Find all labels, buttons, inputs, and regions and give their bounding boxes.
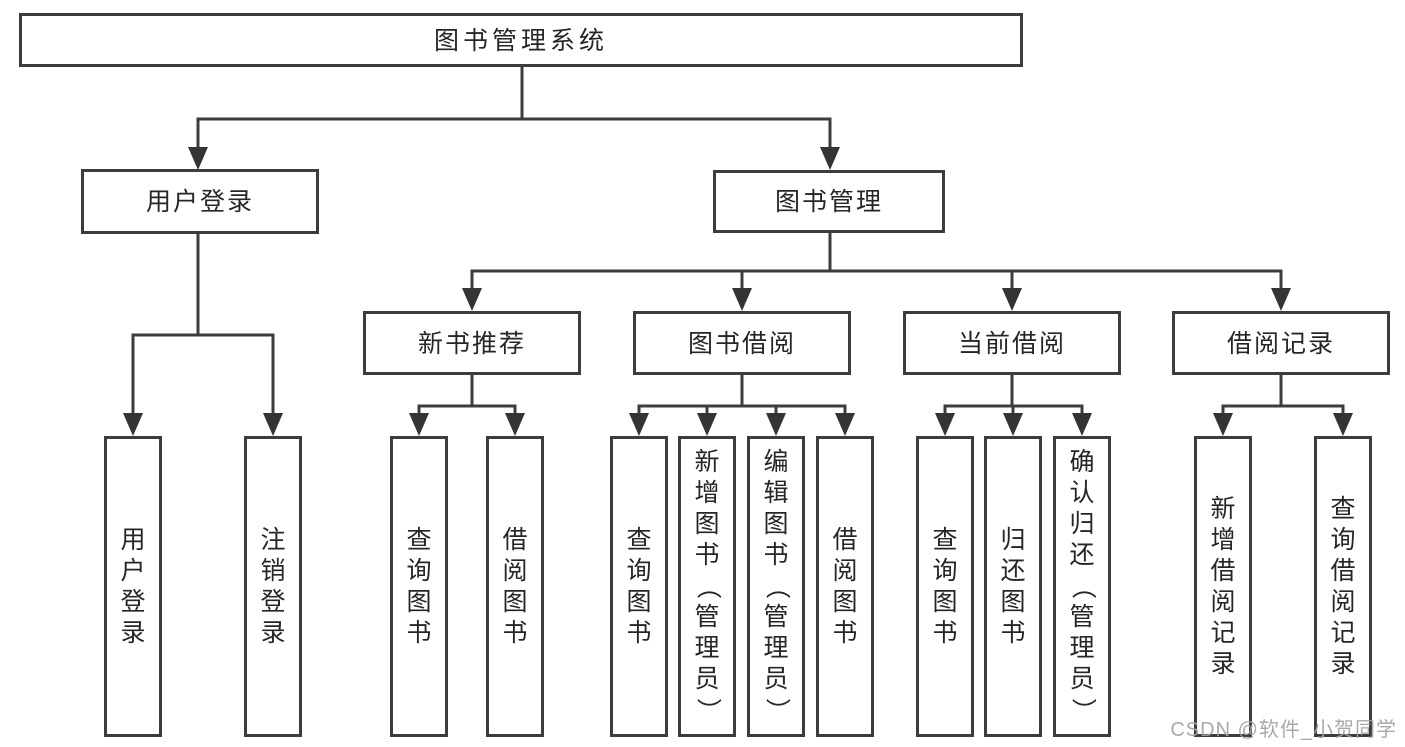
arrowhead-icon bbox=[1213, 413, 1233, 436]
node-label: 当前借阅 bbox=[957, 329, 1066, 358]
arrowhead-icon bbox=[835, 413, 855, 436]
new-book-group-connectors bbox=[409, 373, 525, 436]
arrowhead-icon bbox=[820, 147, 840, 170]
arrowhead-icon bbox=[123, 413, 143, 436]
node-label: 注销登录 bbox=[260, 525, 286, 647]
node-label: 用户登录 bbox=[145, 188, 254, 216]
arrowhead-icon bbox=[629, 413, 649, 436]
book-borrow-group-connectors bbox=[629, 373, 855, 436]
arrowhead-icon bbox=[1003, 413, 1023, 436]
node-label: 借阅记录 bbox=[1226, 329, 1335, 358]
arrowhead-icon bbox=[263, 413, 283, 436]
leaf-borrow-books-recommend: 借阅图书 bbox=[486, 436, 544, 737]
node-label: 归还图书 bbox=[1000, 525, 1026, 647]
leaf-borrow-books: 借阅图书 bbox=[816, 436, 874, 737]
node-label: 图书借阅 bbox=[687, 329, 796, 358]
leaf-add-book-admin: 新增图书（管理员） bbox=[678, 436, 736, 737]
arrowhead-icon bbox=[1271, 288, 1291, 311]
node-root-system: 图书管理系统 bbox=[19, 13, 1023, 67]
node-label: 用户登录 bbox=[120, 525, 146, 647]
node-label: 查询图书 bbox=[406, 525, 432, 647]
node-label: 查询借阅记录 bbox=[1330, 494, 1356, 678]
leaf-return-book: 归还图书 bbox=[984, 436, 1042, 737]
arrowhead-icon bbox=[1002, 288, 1022, 311]
arrowhead-icon bbox=[188, 147, 208, 170]
node-label: 编辑图书（管理员） bbox=[762, 448, 791, 724]
node-label: 确认归还（管理员） bbox=[1068, 448, 1097, 724]
current-borrow-group-connectors bbox=[935, 373, 1092, 436]
csdn-watermark: CSDN @软件_小贺同学 bbox=[1170, 719, 1397, 741]
root-connectors bbox=[188, 65, 840, 170]
node-borrow-record: 借阅记录 bbox=[1172, 311, 1390, 375]
user-login-branch-connectors bbox=[123, 232, 283, 436]
node-label: 新增借阅记录 bbox=[1210, 494, 1236, 678]
leaf-query-books-recommend: 查询图书 bbox=[390, 436, 448, 737]
arrowhead-icon bbox=[505, 413, 525, 436]
arrowhead-icon bbox=[732, 288, 752, 311]
leaf-logout: 注销登录 bbox=[244, 436, 302, 737]
leaf-query-books-current: 查询图书 bbox=[916, 436, 974, 737]
arrowhead-icon bbox=[409, 413, 429, 436]
node-label: 查询图书 bbox=[932, 525, 958, 647]
node-current-borrow: 当前借阅 bbox=[903, 311, 1121, 375]
arrowhead-icon bbox=[1333, 413, 1353, 436]
node-label: 新增图书（管理员） bbox=[693, 448, 722, 724]
book-management-branch-connectors bbox=[462, 231, 1291, 311]
arrowhead-icon bbox=[1072, 413, 1092, 436]
arrowhead-icon bbox=[935, 413, 955, 436]
node-new-book-recommend: 新书推荐 bbox=[363, 311, 581, 375]
borrow-record-group-connectors bbox=[1213, 373, 1353, 436]
leaf-query-books-borrow: 查询图书 bbox=[610, 436, 668, 737]
arrowhead-icon bbox=[697, 413, 717, 436]
node-label: 图书管理系统 bbox=[433, 26, 608, 55]
node-book-management: 图书管理 bbox=[713, 170, 945, 233]
node-label: 借阅图书 bbox=[832, 525, 858, 647]
node-label: 借阅图书 bbox=[502, 525, 528, 647]
node-book-borrow: 图书借阅 bbox=[633, 311, 851, 375]
leaf-edit-book-admin: 编辑图书（管理员） bbox=[747, 436, 805, 737]
leaf-user-login: 用户登录 bbox=[104, 436, 162, 737]
arrowhead-icon bbox=[766, 413, 786, 436]
node-label: 查询图书 bbox=[626, 525, 652, 647]
leaf-add-borrow-record: 新增借阅记录 bbox=[1194, 436, 1252, 737]
node-label: 新书推荐 bbox=[417, 329, 526, 358]
leaf-confirm-return-admin: 确认归还（管理员） bbox=[1053, 436, 1111, 737]
arrowhead-icon bbox=[462, 288, 482, 311]
node-user-login: 用户登录 bbox=[81, 169, 319, 234]
leaf-query-borrow-record: 查询借阅记录 bbox=[1314, 436, 1372, 737]
node-label: 图书管理 bbox=[774, 188, 883, 216]
